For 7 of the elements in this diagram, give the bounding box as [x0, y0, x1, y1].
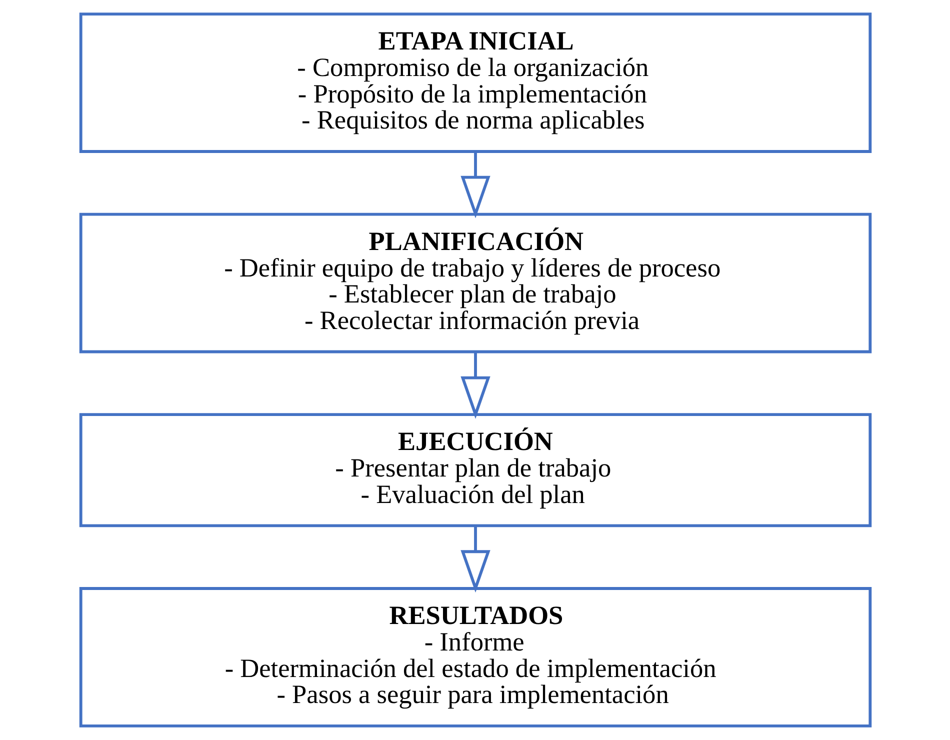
node-box: PLANIFICACIÓN - Definir equipo de trabajo y líderes de proceso - Establecer plan de trabajo - Recolectar información previa: [78, 212, 872, 354]
node-box: ETAPA INICIAL - Compromiso de la organización - Propósito de la implementación - Requisitos de norma aplicables: [78, 12, 872, 153]
node-box: EJECUCIÓN - Presentar plan de trabajo - Evaluación del plan: [78, 413, 872, 528]
arrow: [460, 352, 490, 419]
arrow: [460, 152, 490, 218]
arrow: [460, 526, 490, 593]
node-box: RESULTADOS - Informe - Determinación del estado de implementación - Pasos a seguir para implementación: [78, 587, 872, 728]
